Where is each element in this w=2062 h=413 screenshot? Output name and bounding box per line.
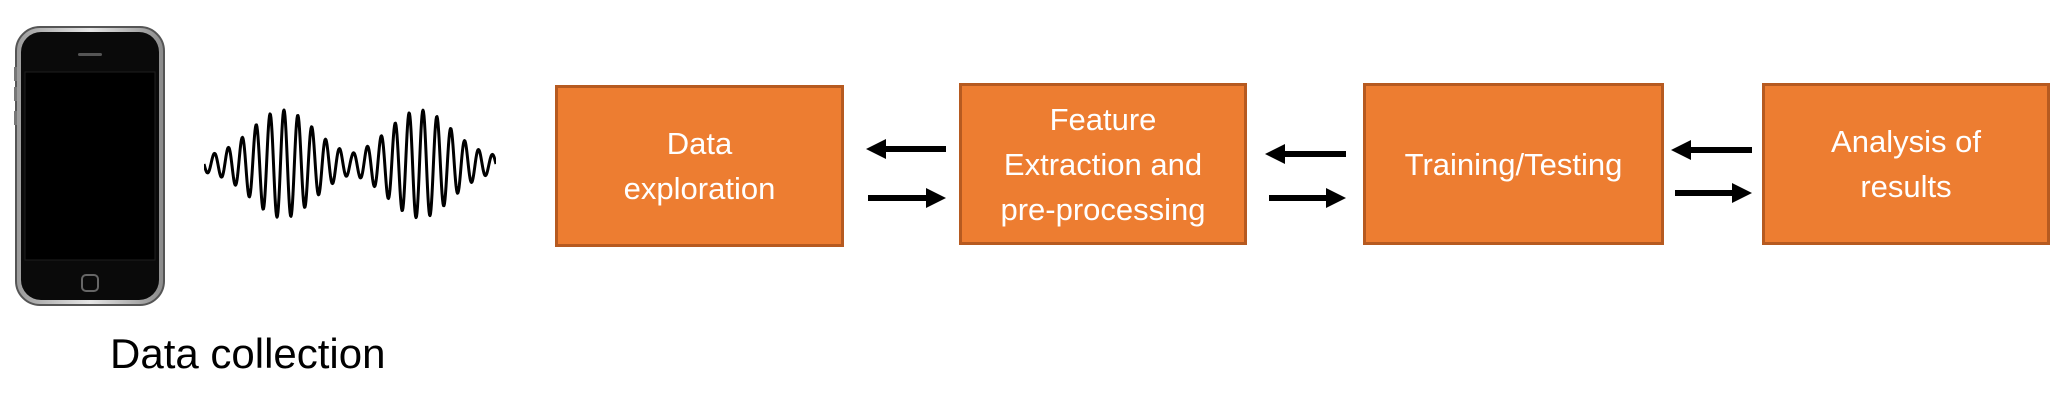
arrow-right-icon: [868, 188, 946, 208]
sound-wave-icon: [204, 108, 496, 220]
analysis-results-box: Analysis of results: [1762, 83, 2050, 245]
data-exploration-box: Data exploration: [555, 85, 844, 247]
data-collection-label: Data collection: [110, 330, 386, 377]
arrow-left-icon: [1671, 140, 1752, 160]
feature-extraction-label: Feature Extraction and pre-processing: [1000, 101, 1206, 227]
smartphone-icon: [14, 26, 165, 306]
training-testing-box: Training/Testing: [1363, 83, 1664, 245]
feature-extraction-box: Feature Extraction and pre-processing: [959, 83, 1247, 245]
arrow-left-icon: [866, 139, 946, 159]
analysis-results-label: Analysis of results: [1831, 124, 1981, 204]
arrow-right-icon: [1269, 188, 1346, 208]
arrow-right-icon: [1675, 183, 1752, 203]
arrow-left-icon: [1265, 144, 1346, 164]
training-testing-label: Training/Testing: [1404, 146, 1623, 182]
data-exploration-label: Data exploration: [623, 126, 776, 206]
